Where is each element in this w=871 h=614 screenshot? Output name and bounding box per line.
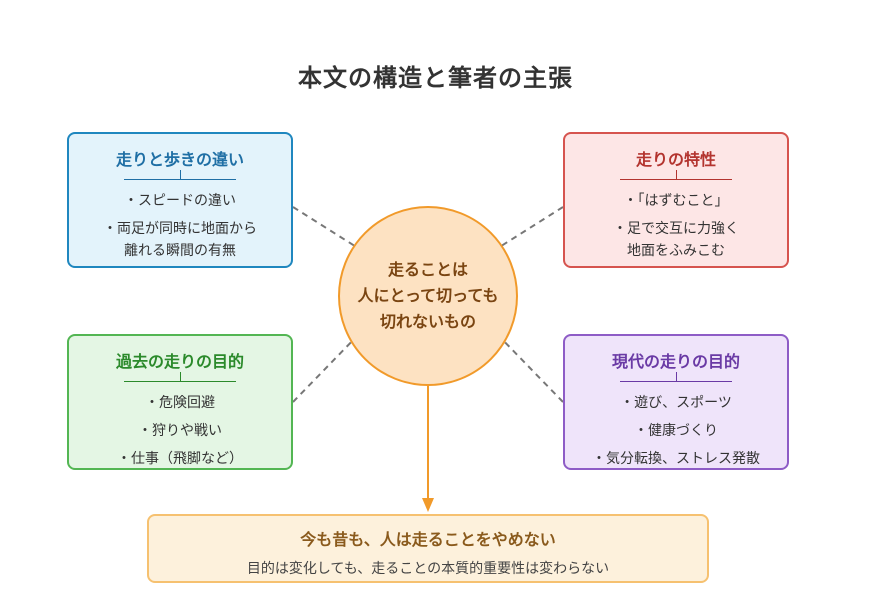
- box-item: ・健康づくり: [634, 423, 718, 439]
- box-item: ・気分転換、ストレス発散: [592, 451, 760, 467]
- diagram-title: 本文の構造と筆者の主張: [298, 64, 573, 92]
- box-running-vs-walking: 走りと歩きの違い ・スピードの違い・両足が同時に地面から 離れる瞬間の有無: [67, 132, 293, 268]
- box-item-list: ・「はずむこと」・足で交互に力強く 地面をふみこむ: [565, 190, 787, 262]
- box-heading: 走りと歩きの違い: [115, 150, 244, 169]
- center-line: 切れないもの: [379, 312, 476, 331]
- box-item: ・仕事（飛脚など）: [117, 451, 243, 467]
- box-item: ・足で交互に力強く 地面をふみこむ: [613, 221, 739, 259]
- conclusion-subtitle: 目的は変化しても、走ることの本質的重要性は変わらない: [246, 561, 610, 577]
- box-item-list: ・遊び、スポーツ・健康づくり・気分転換、ストレス発散: [565, 392, 787, 470]
- connector-bottom-right: [495, 332, 564, 403]
- box-modern-purposes: 現代の走りの目的 ・遊び、スポーツ・健康づくり・気分転換、ストレス発散: [563, 334, 789, 470]
- box-running-traits: 走りの特性 ・「はずむこと」・足で交互に力強く 地面をふみこむ: [563, 132, 789, 268]
- box-item-list: ・スピードの違い・両足が同時に地面から 離れる瞬間の有無: [69, 190, 291, 262]
- box-heading: 走りの特性: [635, 150, 716, 169]
- box-past-purposes: 過去の走りの目的 ・危険回避・狩りや戦い・仕事（飛脚など）: [67, 334, 293, 470]
- box-item: ・スピードの違い: [124, 193, 236, 209]
- box-heading: 過去の走りの目的: [115, 352, 244, 371]
- center-line: 走ることは: [387, 260, 468, 279]
- central-theme-circle: 走ることは 人にとって切っても 切れないもの: [338, 206, 518, 386]
- connector-top-right: [497, 206, 564, 249]
- box-item-list: ・危険回避・狩りや戦い・仕事（飛脚など）: [69, 392, 291, 470]
- conclusion-box: 今も昔も、人は走ることをやめない 目的は変化しても、走ることの本質的重要性は変わ…: [147, 514, 709, 583]
- box-heading: 現代の走りの目的: [611, 352, 740, 371]
- conclusion-title: 今も昔も、人は走ることをやめない: [300, 530, 556, 549]
- heading-divider: [620, 372, 732, 382]
- box-item: ・狩りや戦い: [138, 423, 222, 439]
- arrow-head: [422, 498, 434, 512]
- heading-divider: [620, 170, 732, 180]
- center-line: 人にとって切っても: [357, 286, 499, 305]
- heading-divider: [124, 170, 236, 180]
- connector-top-left: [292, 206, 359, 249]
- box-item: ・「はずむこと」: [623, 193, 729, 209]
- box-item: ・危険回避: [145, 395, 215, 411]
- box-item: ・両足が同時に地面から 離れる瞬間の有無: [103, 221, 257, 259]
- box-item: ・遊び、スポーツ: [620, 395, 732, 411]
- connector-bottom-left: [292, 332, 361, 403]
- heading-divider: [124, 372, 236, 382]
